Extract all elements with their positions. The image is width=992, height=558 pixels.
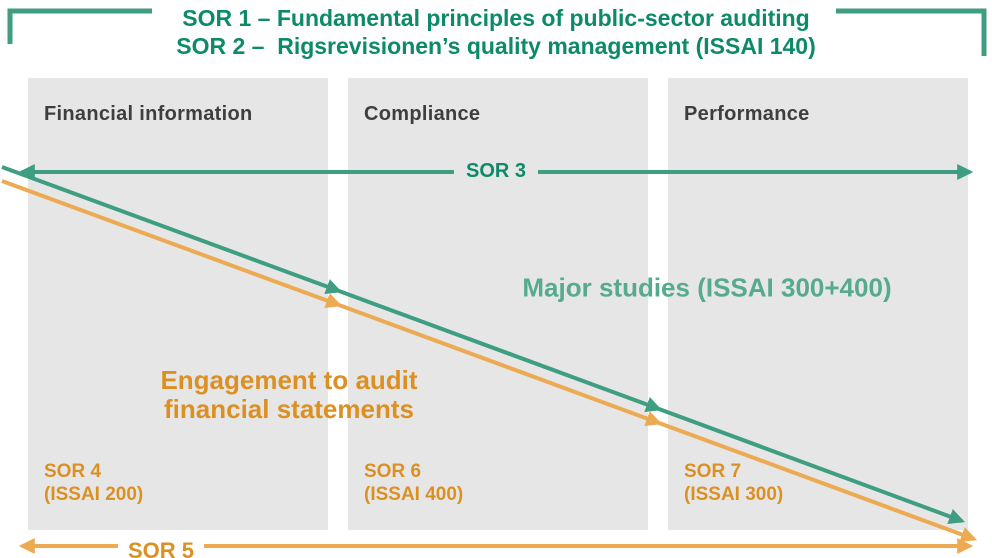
sor4-issai-label: (ISSAI 200) bbox=[44, 484, 144, 505]
major-studies-label: Major studies (ISSAI 300+400) bbox=[522, 272, 892, 303]
header-sor2: SOR 2 – Rigsrevisionen’s quality managem… bbox=[176, 33, 816, 59]
column-sor-block: SOR 4 (ISSAI 200) bbox=[44, 460, 143, 506]
column-financial-information: Financial information SOR 4 (ISSAI 200) bbox=[28, 78, 328, 530]
engagement-line1: Engagement to audit bbox=[160, 365, 418, 395]
engagement-line2: financial statements bbox=[164, 394, 414, 424]
frame-bracket-top-right bbox=[836, 8, 987, 56]
sor3-label: SOR 3 bbox=[453, 158, 539, 185]
frame-bracket-top-left bbox=[7, 8, 152, 44]
sor5-label: SOR 5 bbox=[118, 539, 205, 558]
column-title: Compliance bbox=[364, 103, 481, 125]
sor4-label: SOR 4 bbox=[44, 461, 102, 482]
header-sor1: SOR 1 – Fundamental principles of public… bbox=[182, 5, 810, 31]
engagement-diagonal-arrow bbox=[1, 179, 978, 543]
engagement-label: Engagement to audit financial statements bbox=[160, 366, 417, 424]
major-studies-diagonal-arrow bbox=[1, 165, 966, 525]
column-title: Financial information bbox=[44, 103, 253, 125]
column-title: Performance bbox=[684, 103, 810, 125]
